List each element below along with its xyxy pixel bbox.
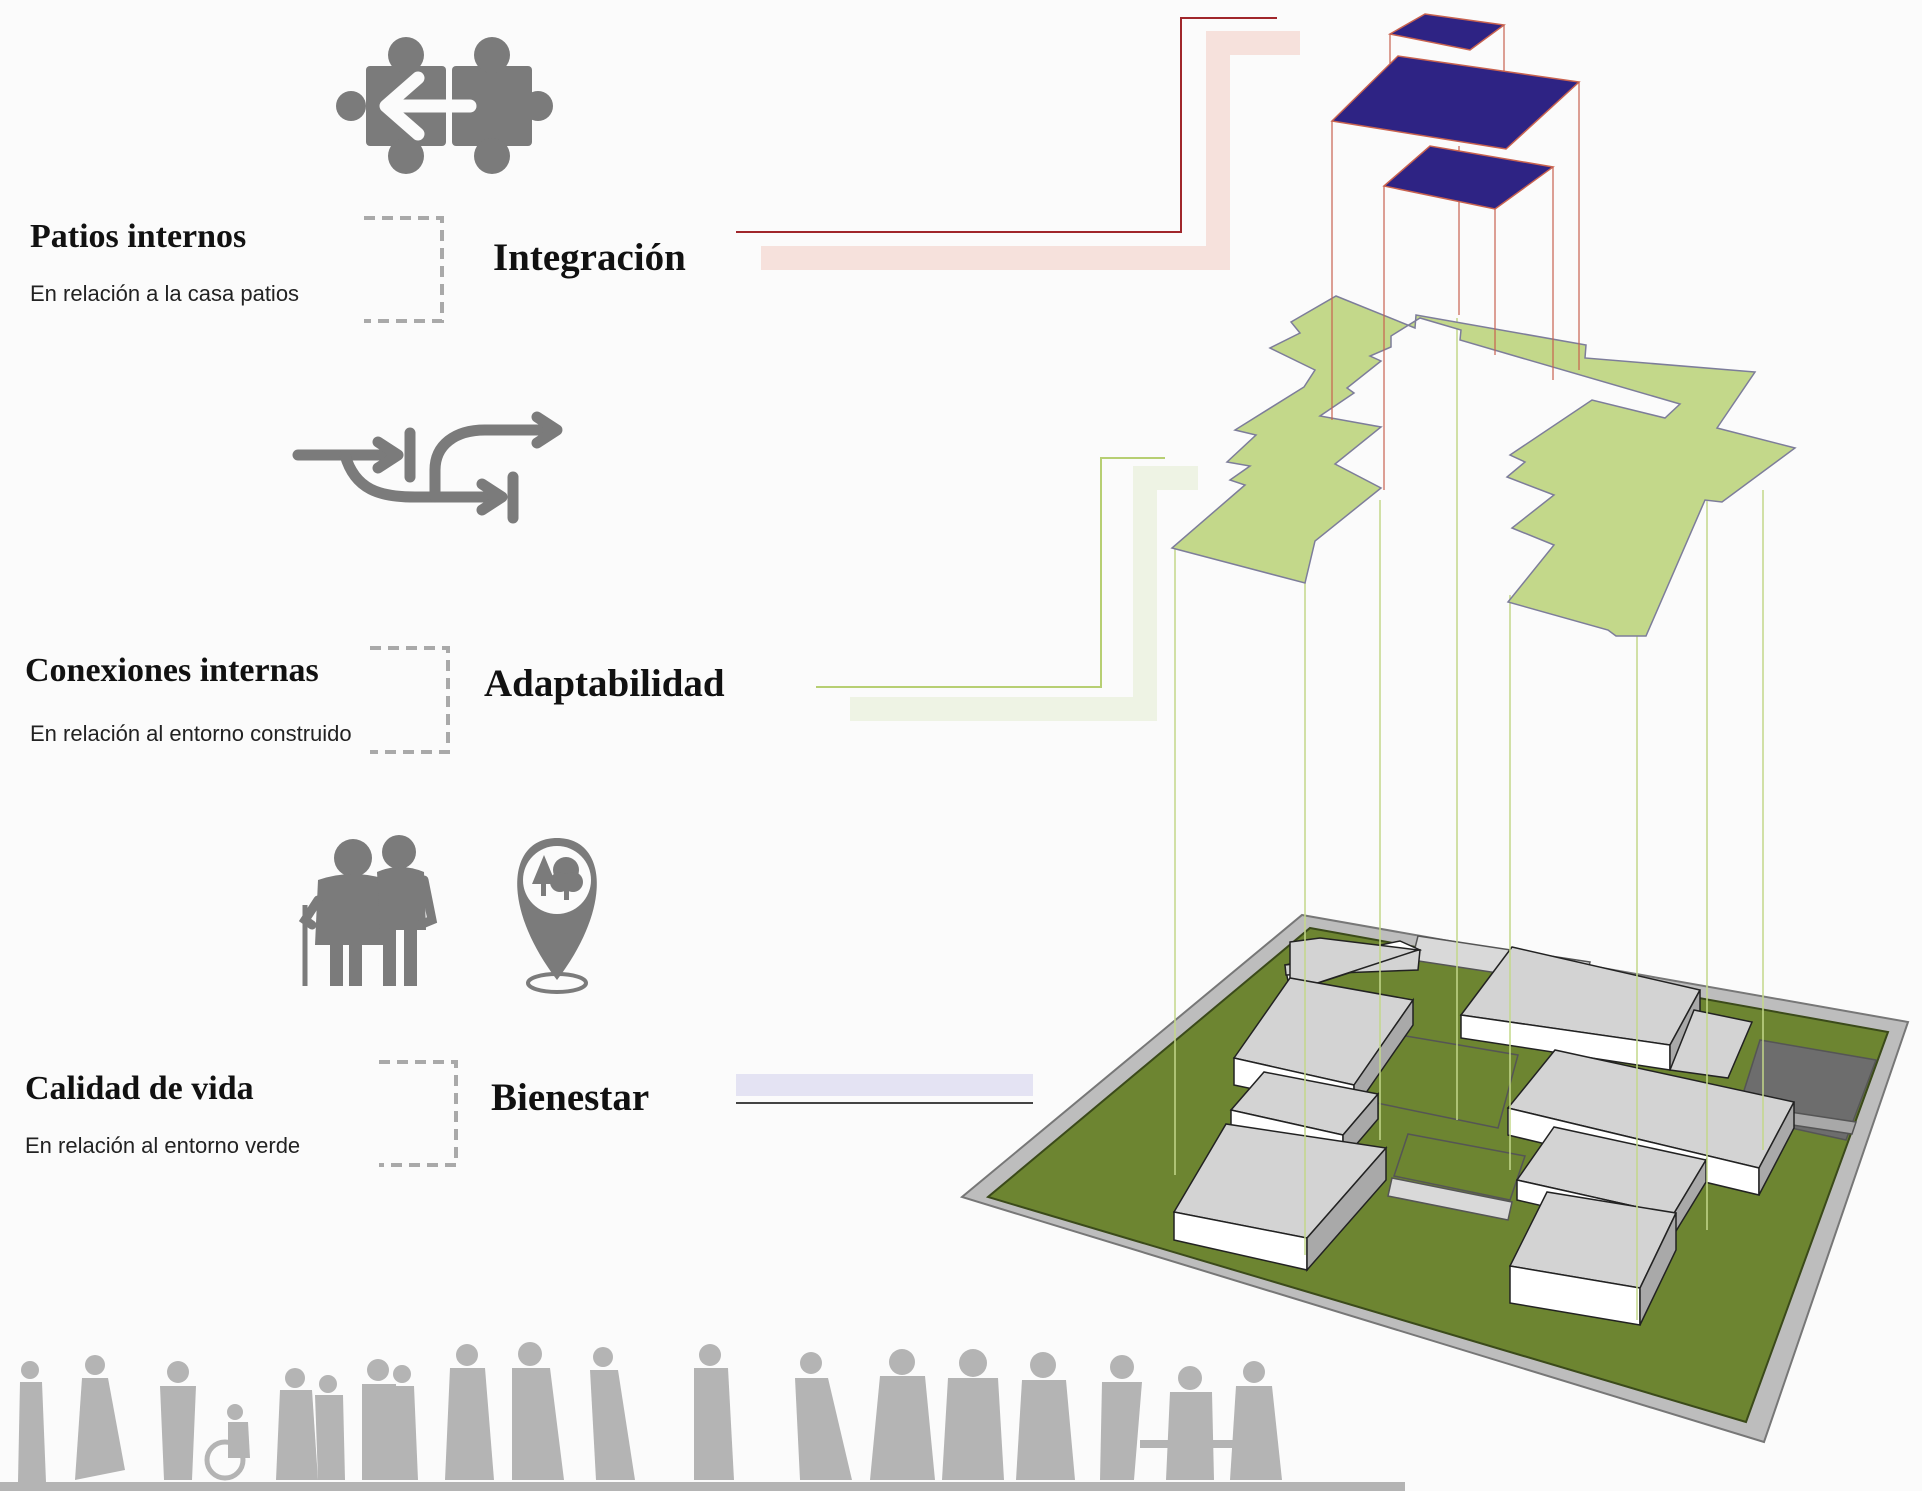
route-arrows-icon <box>292 411 563 524</box>
bracket-adaptabilidad <box>370 646 450 754</box>
connector-bienestar <box>736 1074 1033 1104</box>
bracket-integracion <box>364 216 444 323</box>
category-title-1: Patios internos <box>30 218 247 255</box>
concept-title-1: Integración <box>493 236 686 279</box>
building-1 <box>1284 937 1423 994</box>
projection-lines-green <box>1174 318 1764 1320</box>
building-5 <box>1459 946 1754 1079</box>
connector-adaptabilidad <box>816 457 1198 721</box>
patio-planes <box>1330 13 1581 210</box>
patio-lower <box>1382 145 1555 210</box>
tree-location-pin-icon <box>517 838 597 994</box>
elderly-couple-icon <box>298 835 438 986</box>
concept-title-2: Adaptabilidad <box>484 662 725 705</box>
people-silhouettes <box>0 1342 1405 1491</box>
connector-integracion <box>736 17 1300 270</box>
patio-top <box>1387 13 1506 51</box>
bracket-bienestar <box>379 1060 458 1167</box>
building-8 <box>1508 1191 1678 1326</box>
category-title-3: Calidad de vida <box>25 1070 254 1107</box>
category-subtitle-2: En relación al entorno construido <box>30 721 352 746</box>
category-subtitle-1: En relación a la casa patios <box>30 281 300 306</box>
puzzle-connection-icon <box>336 37 553 174</box>
concept-title-3: Bienestar <box>491 1076 650 1119</box>
category-title-2: Conexiones internas <box>25 652 319 689</box>
category-subtitle-3: En relación al entorno verde <box>25 1133 301 1158</box>
building-4 <box>1172 1123 1388 1272</box>
patio-large <box>1330 55 1581 150</box>
circulation-plane <box>1170 295 1797 637</box>
buildings <box>1172 937 1796 1326</box>
building-2 <box>1232 977 1415 1113</box>
